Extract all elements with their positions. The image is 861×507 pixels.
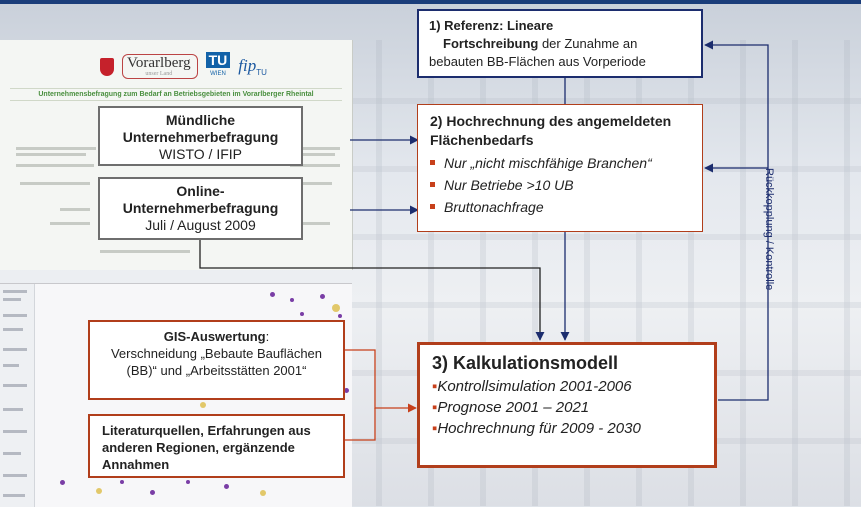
- text-line: [290, 164, 340, 167]
- box-kalkulationsmodell: 3) Kalkulationsmodell ▪Kontrollsimulatio…: [417, 342, 717, 468]
- box-hochrechnung-title: 2) Hochrechnung des angemeldeten Flächen…: [430, 113, 672, 148]
- box-gis-auswertung: GIS-Auswertung: Verschneidung „Bebaute B…: [88, 320, 345, 400]
- map-point: [60, 480, 65, 485]
- tu-logo: TU WIEN: [205, 51, 231, 79]
- hoch-bullet-text-2: Nur Betriebe >10 UB: [444, 177, 574, 193]
- map-point: [150, 490, 155, 495]
- legend-row: [3, 314, 27, 317]
- top-accent-bar: [0, 0, 861, 4]
- map-legend: [0, 284, 35, 507]
- text-line: [290, 182, 332, 185]
- map-area: [96, 488, 102, 494]
- bullet-square-icon: [430, 160, 435, 165]
- survey-doc-title: Unternehmensbefragung zum Bedarf an Betr…: [10, 88, 342, 101]
- legend-row: [3, 452, 21, 455]
- bullet-square-icon: [430, 204, 435, 209]
- box-referenz-title: 1) Referenz: Lineare: [429, 18, 554, 33]
- map-point: [344, 388, 349, 393]
- box-online-title: Online-Unternehmerbefragung: [122, 183, 279, 216]
- box-referenz-text: der Zunahme an bebauten BB-Flächen aus V…: [429, 36, 646, 69]
- fip-logo: fipTU: [238, 56, 267, 77]
- legend-row: [3, 328, 23, 331]
- tu-logo-text: TU: [205, 51, 231, 68]
- text-line: [280, 147, 340, 150]
- gis-to-kalk-arrow: [345, 349, 417, 413]
- hoch-bullet-2: Nur Betriebe >10 UB: [430, 176, 690, 195]
- map-point: [338, 314, 342, 318]
- fip-logo-text: fip: [238, 55, 257, 75]
- box-muendliche-befragung: Mündliche Unternehmerbefragung WISTO / I…: [98, 106, 303, 166]
- box-lit-text: Literaturquellen, Erfahrungen aus andere…: [102, 423, 311, 472]
- box-online-befragung: Online-Unternehmerbefragung Juli / Augus…: [98, 177, 303, 240]
- text-line: [20, 182, 90, 185]
- legend-row: [3, 494, 25, 497]
- map-point: [224, 484, 229, 489]
- map-point: [320, 294, 325, 299]
- map-point: [186, 480, 190, 484]
- map-point: [290, 298, 294, 302]
- map-area: [332, 304, 340, 312]
- lit-to-kalk-line: [345, 408, 376, 441]
- text-line: [50, 222, 90, 225]
- box-gis-title: GIS-Auswertung: [163, 329, 266, 344]
- box-muend-sub: WISTO / IFIP: [159, 146, 242, 162]
- vorarlberg-logo: Vorarlberg unser Land: [122, 54, 198, 79]
- box-literaturquellen: Literaturquellen, Erfahrungen aus andere…: [88, 414, 345, 478]
- legend-row: [3, 474, 27, 477]
- legend-row: [3, 430, 27, 433]
- legend-row: [3, 364, 19, 367]
- kalk-bullet-1: ▪Kontrollsimulation 2001-2006: [432, 376, 702, 397]
- text-line: [282, 222, 330, 225]
- vorarlberg-shield-icon: [100, 57, 114, 76]
- bullet-square-icon: [430, 182, 435, 187]
- text-line: [16, 147, 96, 150]
- fip-logo-sub: TU: [256, 68, 267, 78]
- hoch-bullet-text-3: Bruttonachfrage: [444, 199, 544, 215]
- legend-row: [3, 348, 27, 351]
- map-area: [260, 490, 266, 496]
- legend-row: [3, 290, 27, 293]
- box-online-sub: Juli / August 2009: [145, 217, 256, 233]
- box-muend-title: Mündliche Unternehmerbefragung: [122, 112, 279, 145]
- kalk-bullet-text-2: Prognose 2001 – 2021: [437, 399, 590, 416]
- map-area: [200, 402, 206, 408]
- logo-row: Vorarlberg unser Land TU WIEN fipTU: [100, 51, 267, 79]
- kalk-bullet-text-3: Hochrechnung für 2009 - 2030: [437, 420, 641, 437]
- box-kalk-title: 3) Kalkulationsmodell: [432, 353, 619, 373]
- online-to-kalk-arrow: [199, 240, 545, 341]
- kalk-bullet-text-1: Kontrollsimulation 2001-2006: [437, 378, 632, 395]
- hoch-bullet-text-1: Nur „nicht mischfähige Branchen“: [444, 155, 652, 171]
- tu-logo-sub: WIEN: [210, 70, 226, 77]
- text-line: [16, 164, 94, 167]
- bullet-square-icon: ▪: [432, 420, 438, 437]
- hoch-bullet-1: Nur „nicht mischfähige Branchen“: [430, 154, 690, 173]
- box-referenz-bold: Fortschreibung: [443, 36, 539, 51]
- bullet-square-icon: ▪: [432, 378, 438, 395]
- hoch-bullet-3: Bruttonachfrage: [430, 198, 690, 217]
- text-line: [100, 250, 190, 253]
- map-point: [300, 312, 304, 316]
- box-gis-text: Verschneidung „Bebaute Bauflächen (BB)“ …: [110, 346, 323, 378]
- feedback-arrow-ref: [704, 40, 769, 401]
- map-point: [120, 480, 124, 484]
- text-line: [16, 153, 86, 156]
- map-point: [270, 292, 275, 297]
- vorarlberg-logo-sub: unser Land: [145, 71, 173, 77]
- text-line: [280, 153, 335, 156]
- kalk-bullet-3: ▪Hochrechnung für 2009 - 2030: [432, 418, 702, 439]
- feedback-label: Rückkopplung / Kontrolle: [763, 168, 775, 291]
- bullet-square-icon: ▪: [432, 399, 438, 416]
- text-line: [60, 208, 90, 211]
- box-referenz: 1) Referenz: Lineare Fortschreibung der …: [417, 9, 703, 78]
- legend-row: [3, 408, 23, 411]
- legend-row: [3, 298, 21, 301]
- vorarlberg-logo-text: Vorarlberg: [127, 55, 191, 71]
- box-hochrechnung: 2) Hochrechnung des angemeldeten Flächen…: [417, 104, 703, 232]
- kalk-bullet-2: ▪Prognose 2001 – 2021: [432, 397, 702, 418]
- legend-row: [3, 384, 27, 387]
